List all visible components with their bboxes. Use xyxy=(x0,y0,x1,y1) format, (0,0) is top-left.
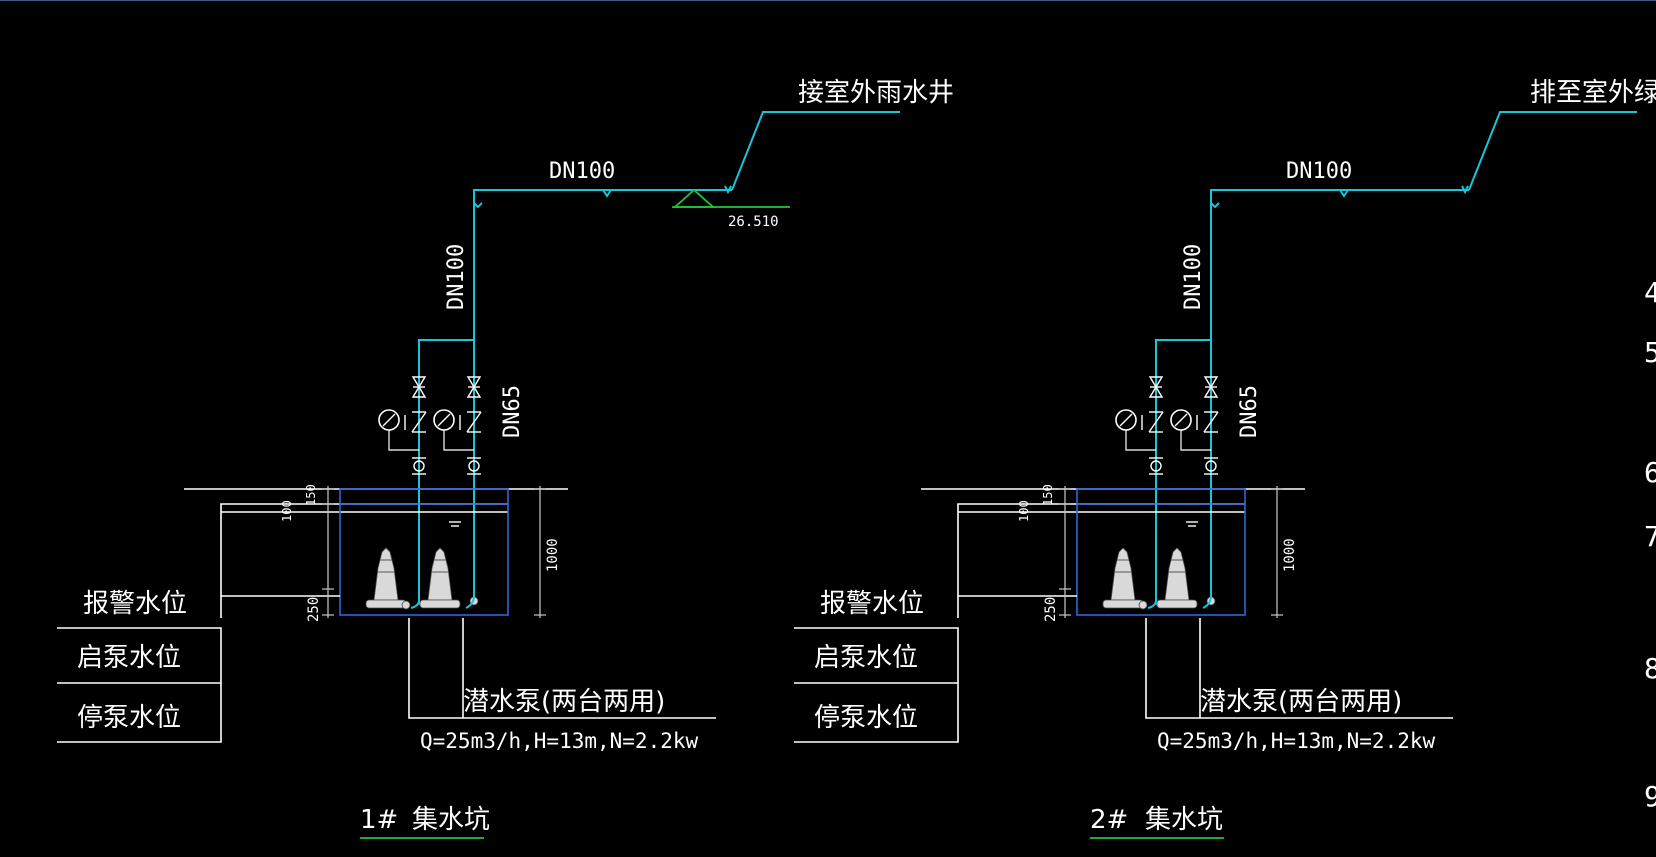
union-2 xyxy=(467,457,481,475)
pit-title-number: 2# xyxy=(1090,805,1128,835)
pipe-tick xyxy=(602,189,612,198)
outlet-leader-line xyxy=(1468,111,1637,191)
pipe-riser-label: DN100 xyxy=(444,244,469,310)
pump-outlet-2 xyxy=(1202,595,1212,609)
sump-pit-2[interactable]: 排至室外绿地 DN100 DN100 xyxy=(794,78,1656,839)
dim-100: 100 xyxy=(1017,500,1031,522)
elevation-value: 26.510 xyxy=(728,214,779,230)
sump-pit-1[interactable]: 接室外雨水井 DN100 26.510 DN100 xyxy=(57,78,954,839)
pump-outlet-1 xyxy=(410,599,420,609)
pipe-riser-label: DN100 xyxy=(1181,244,1206,310)
slab-line xyxy=(957,503,1245,618)
pipe-branch-label: DN65 xyxy=(1237,385,1262,438)
outlet-leader-line xyxy=(731,111,900,191)
edge-numbers: 4 5 6 7 8 9 xyxy=(1644,276,1656,813)
dim-150: 150 xyxy=(1041,484,1055,506)
level-start-label: 启泵水位 xyxy=(814,643,918,673)
dim-1000: 1000 xyxy=(1282,538,1298,572)
gate-valve-2 xyxy=(466,376,482,398)
check-valve-1 xyxy=(1141,411,1164,433)
pressure-gauge-1 xyxy=(378,409,419,451)
pump-spec: Q=25m3/h,H=13m,N=2.2kw xyxy=(1157,729,1436,753)
pressure-gauge-2 xyxy=(1170,409,1211,451)
union-2 xyxy=(1204,457,1218,475)
union-1 xyxy=(1149,457,1163,475)
pit-wall xyxy=(339,488,509,616)
branch-header xyxy=(418,339,474,385)
pump-label: 潜水泵(两台两用) xyxy=(1200,687,1402,717)
check-valve-2 xyxy=(459,411,482,433)
gate-valve-1 xyxy=(1148,376,1164,398)
slab-line xyxy=(220,503,508,618)
pressure-gauge-1 xyxy=(1115,409,1156,451)
pipe-main-label: DN100 xyxy=(1286,159,1352,184)
gate-valve-1 xyxy=(411,376,427,398)
pump-spec: Q=25m3/h,H=13m,N=2.2kw xyxy=(420,729,699,753)
main-pipe xyxy=(1210,189,1469,255)
pump-label: 潜水泵(两台两用) xyxy=(463,687,665,717)
pit-title: 集水坑 xyxy=(412,805,490,835)
pump-outlet-2 xyxy=(465,595,475,609)
edge-number: 6 xyxy=(1644,456,1656,489)
main-pipe xyxy=(473,189,732,255)
pump-outlet-1 xyxy=(1147,599,1157,609)
edge-number: 8 xyxy=(1644,652,1656,685)
union-1 xyxy=(412,457,426,475)
pipe-tick xyxy=(1461,185,1469,195)
level-alarm-label: 报警水位 xyxy=(83,589,187,619)
submersible-pump-2 xyxy=(1156,547,1216,609)
dim-150: 150 xyxy=(304,484,318,506)
pipe-tick xyxy=(724,185,732,195)
level-stop-label: 停泵水位 xyxy=(814,703,918,733)
pump-note-leader xyxy=(1145,618,1453,719)
pit-wall xyxy=(1076,488,1246,616)
pipe-tick xyxy=(473,202,483,209)
dim-100: 100 xyxy=(280,500,294,522)
level-label-box xyxy=(57,627,222,743)
pipe-main-label: DN100 xyxy=(549,159,615,184)
dim-250: 250 xyxy=(1043,597,1059,622)
level-alarm-label: 报警水位 xyxy=(820,589,924,619)
submersible-pump-1 xyxy=(1102,547,1148,610)
level-label-box xyxy=(794,627,959,743)
check-valve-1 xyxy=(404,411,427,433)
level-stop-label: 停泵水位 xyxy=(77,703,181,733)
edge-number: 9 xyxy=(1644,780,1656,813)
edge-number: 7 xyxy=(1644,520,1656,553)
dim-1000: 1000 xyxy=(545,538,561,572)
outlet-label: 接室外雨水井 xyxy=(798,78,954,108)
gate-valve-2 xyxy=(1203,376,1219,398)
elevation-triangle xyxy=(672,188,716,208)
edge-number: 5 xyxy=(1644,336,1656,369)
edge-number: 4 xyxy=(1644,276,1656,309)
pit-title-number: 1# xyxy=(360,805,398,835)
pit-title: 集水坑 xyxy=(1145,805,1223,835)
dim-250: 250 xyxy=(306,597,322,622)
level-start-label: 启泵水位 xyxy=(77,643,181,673)
submersible-pump-2 xyxy=(419,547,479,609)
pressure-gauge-2 xyxy=(433,409,474,451)
branch-header xyxy=(1155,339,1211,385)
pipe-tick xyxy=(1210,202,1220,209)
pipe-branch-label: DN65 xyxy=(500,385,525,438)
pump-note-leader xyxy=(408,618,716,719)
outlet-label: 排至室外绿地 xyxy=(1530,78,1656,108)
pipe-tick xyxy=(1339,189,1349,198)
check-valve-2 xyxy=(1196,411,1219,433)
submersible-pump-1 xyxy=(365,547,411,610)
